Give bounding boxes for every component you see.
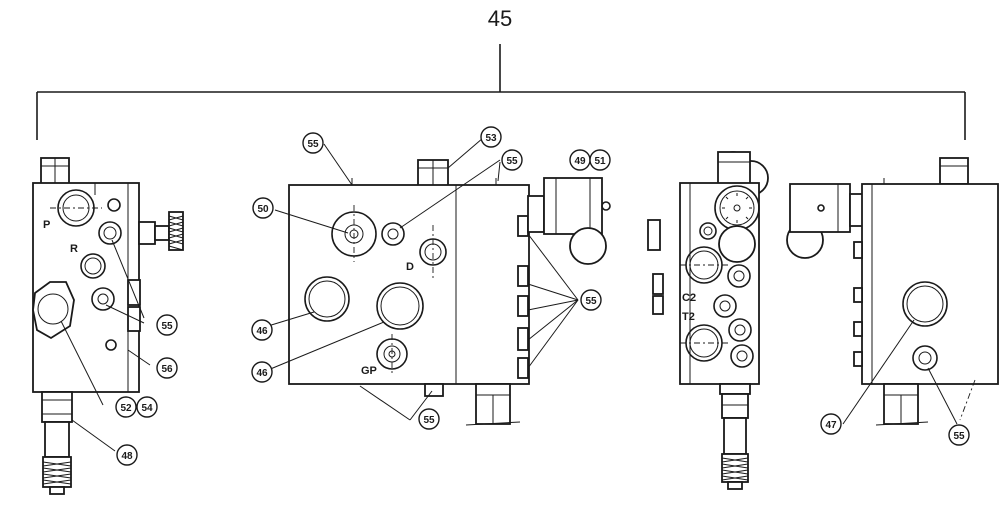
assembly-bracket <box>36 44 966 140</box>
port-label-d: D <box>406 261 414 273</box>
svg-text:46: 46 <box>256 368 268 379</box>
callout-55-front-plugs: 55 <box>580 289 602 311</box>
callout-55-rear: 55 <box>948 424 970 446</box>
callout-55-left: 55 <box>156 314 178 336</box>
svg-text:55: 55 <box>953 431 965 442</box>
svg-text:51: 51 <box>594 156 606 167</box>
svg-text:50: 50 <box>257 204 269 215</box>
callout-55-front-right: 55 <box>501 149 523 171</box>
svg-text:47: 47 <box>825 420 837 431</box>
port-label-p: P <box>43 219 50 231</box>
valve-view-rear <box>786 157 999 426</box>
callout-55-front-bottom: 55 <box>418 408 440 430</box>
callout-49: 49 <box>569 149 591 171</box>
svg-text:55: 55 <box>161 321 173 332</box>
svg-text:54: 54 <box>141 403 153 414</box>
callout-46-left: 46 <box>251 319 273 341</box>
callout-47: 47 <box>820 413 842 435</box>
svg-text:55: 55 <box>585 296 597 307</box>
valve-view-front <box>288 159 611 426</box>
callout-54: 54 <box>136 396 158 418</box>
callout-48: 48 <box>116 444 138 466</box>
svg-text:46: 46 <box>256 326 268 337</box>
svg-text:55: 55 <box>423 415 435 426</box>
port-label-r: R <box>70 243 78 255</box>
valve-view-left-side <box>32 157 184 495</box>
callout-51: 51 <box>589 149 611 171</box>
callout-56: 56 <box>156 357 178 379</box>
assembly-number: 45 <box>488 6 512 31</box>
svg-text:49: 49 <box>574 156 586 167</box>
callout-52: 52 <box>115 396 137 418</box>
port-label-c2: C2 <box>682 292 696 304</box>
leader-lines <box>60 137 958 452</box>
valve-view-right-side <box>647 151 769 490</box>
svg-text:48: 48 <box>121 451 133 462</box>
svg-text:53: 53 <box>485 133 497 144</box>
port-label-gp: GP <box>361 365 377 377</box>
svg-text:52: 52 <box>120 403 132 414</box>
svg-text:55: 55 <box>307 139 319 150</box>
svg-text:56: 56 <box>161 364 173 375</box>
callout-53: 53 <box>480 126 502 148</box>
port-label-t2: T2 <box>682 311 695 323</box>
callout-55-front-top: 55 <box>302 132 324 154</box>
svg-text:55: 55 <box>506 156 518 167</box>
callout-50: 50 <box>252 197 274 219</box>
callout-46-center: 46 <box>251 361 273 383</box>
